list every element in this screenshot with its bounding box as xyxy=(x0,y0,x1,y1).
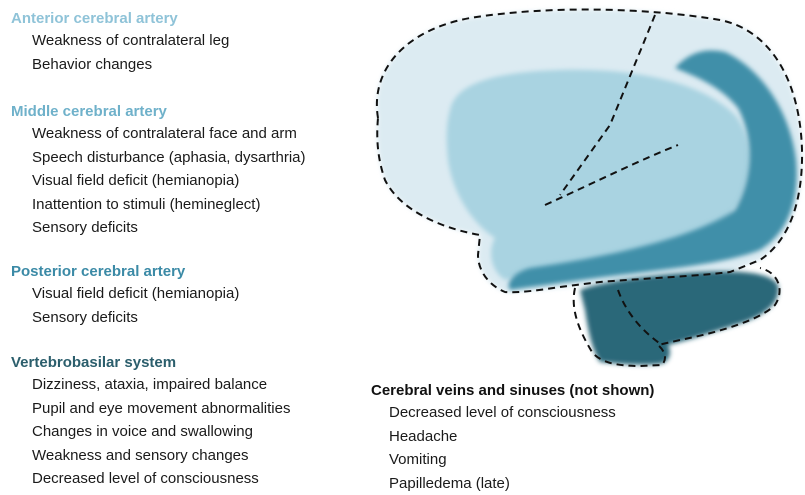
symptom-list: Weakness of contralateral face and arm S… xyxy=(11,122,306,240)
heading-anterior-cerebral-artery: Anterior cerebral artery xyxy=(11,9,229,29)
symptom-item: Papilledema (late) xyxy=(389,472,654,495)
symptom-list: Weakness of contralateral leg Behavior c… xyxy=(11,29,229,76)
symptom-item: Weakness of contralateral leg xyxy=(32,29,229,53)
territory-posterior-cerebral-artery: Posterior cerebral artery Visual field d… xyxy=(11,262,239,329)
symptom-item: Headache xyxy=(389,425,654,449)
symptom-item: Speech disturbance (aphasia, dysarthria) xyxy=(32,146,306,170)
symptom-item: Inattention to stimuli (hemineglect) xyxy=(32,193,306,217)
symptom-item: Sensory deficits xyxy=(32,306,239,330)
symptom-item: Vomiting xyxy=(389,448,654,472)
symptom-list: Decreased level of consciousness Headach… xyxy=(371,401,654,495)
symptom-item: Visual field deficit (hemianopia) xyxy=(32,169,306,193)
symptom-item: Behavior changes xyxy=(32,53,229,77)
cerebral-veins-and-sinuses: Cerebral veins and sinuses (not shown) D… xyxy=(371,381,654,495)
heading-middle-cerebral-artery: Middle cerebral artery xyxy=(11,102,306,122)
symptom-list: Dizziness, ataxia, impaired balance Pupi… xyxy=(11,373,290,491)
heading-cerebral-veins-and-sinuses: Cerebral veins and sinuses (not shown) xyxy=(371,381,654,401)
symptom-item: Sensory deficits xyxy=(32,216,306,240)
brain-territory-diagram xyxy=(360,0,805,380)
symptom-item: Decreased level of consciousness xyxy=(389,401,654,425)
territory-vertebrobasilar-system: Vertebrobasilar system Dizziness, ataxia… xyxy=(11,353,290,491)
territory-middle-cerebral-artery: Middle cerebral artery Weakness of contr… xyxy=(11,102,306,240)
vertebrobasilar-region xyxy=(580,271,778,364)
symptom-list: Visual field deficit (hemianopia) Sensor… xyxy=(11,282,239,329)
heading-posterior-cerebral-artery: Posterior cerebral artery xyxy=(11,262,239,282)
symptom-item: Visual field deficit (hemianopia) xyxy=(32,282,239,306)
territory-anterior-cerebral-artery: Anterior cerebral artery Weakness of con… xyxy=(11,9,229,76)
symptom-item: Weakness and sensory changes xyxy=(32,444,290,468)
symptom-item: Changes in voice and swallowing xyxy=(32,420,290,444)
symptom-item: Dizziness, ataxia, impaired balance xyxy=(32,373,290,397)
symptom-item: Pupil and eye movement abnormalities xyxy=(32,397,290,421)
symptom-item: Weakness of contralateral face and arm xyxy=(32,122,306,146)
heading-vertebrobasilar-system: Vertebrobasilar system xyxy=(11,353,290,373)
symptom-item: Decreased level of consciousness xyxy=(32,467,290,491)
